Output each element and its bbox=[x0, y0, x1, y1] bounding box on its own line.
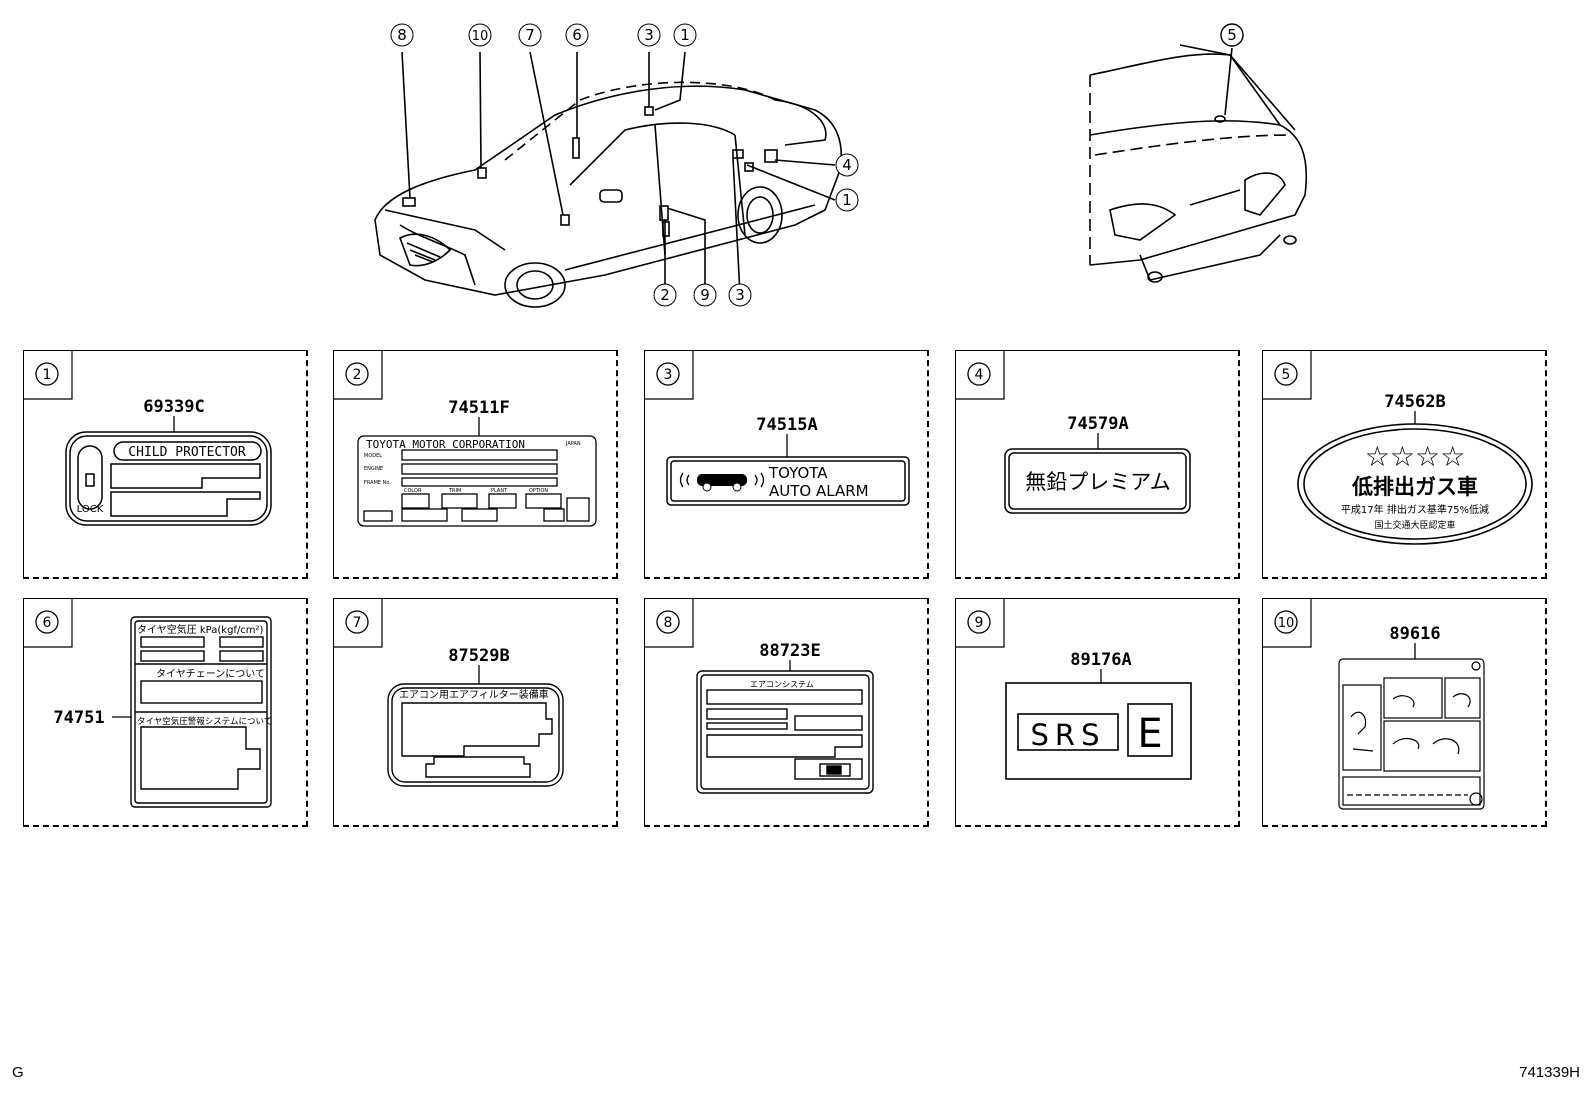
callout-5: 5 bbox=[1220, 23, 1244, 47]
sedan-diagram: 8 10 7 6 3 1 4 1 2 9 3 bbox=[374, 23, 859, 308]
panel-index: 1 bbox=[43, 367, 52, 383]
panel-index: 10 bbox=[1278, 616, 1295, 631]
svg-text:10: 10 bbox=[472, 29, 489, 44]
panel-4: 4 74579A 無鉛プレミアム bbox=[955, 350, 1240, 579]
label-text: LOCK bbox=[77, 504, 104, 515]
part-number: 74511F bbox=[448, 398, 509, 418]
callout-3b: 3 bbox=[728, 283, 752, 307]
label-text: SRS bbox=[1031, 718, 1106, 752]
label-text: PLANT bbox=[491, 488, 508, 494]
svg-text:2: 2 bbox=[660, 286, 670, 304]
label-text: エアコンシステム bbox=[750, 680, 814, 689]
footer-figure-id: 741339H bbox=[1519, 1064, 1580, 1081]
svg-text:5: 5 bbox=[1227, 26, 1237, 44]
label-text: タイヤ空気圧警報システムについて bbox=[137, 716, 272, 727]
label-text: エアコン用エアフィルター装備車 bbox=[399, 688, 549, 701]
label-text: FRAME No. bbox=[364, 480, 391, 486]
svg-text:4: 4 bbox=[842, 156, 852, 174]
label-text: OPTION bbox=[529, 488, 548, 494]
callout-8: 8 bbox=[390, 23, 414, 47]
label-text: タイヤチェーンについて bbox=[156, 668, 265, 680]
panel-8: 8 88723E エアコンシステム bbox=[644, 598, 929, 827]
label-text: 国土交通大臣認定車 bbox=[1374, 519, 1455, 531]
stars-row: ☆☆☆☆ bbox=[1365, 440, 1465, 473]
callout-3: 3 bbox=[637, 23, 661, 47]
panel-index: 5 bbox=[1282, 367, 1291, 383]
panel-6: 6 74751 タイヤ空気圧 kPa(kgf/cm²) タイヤチェーンについて … bbox=[23, 598, 308, 827]
label-text: タイヤ空気圧 kPa(kgf/cm²) bbox=[137, 623, 264, 636]
panel-index: 3 bbox=[664, 367, 673, 383]
callout-10: 10 bbox=[468, 23, 492, 47]
part-number: 74579A bbox=[1067, 414, 1128, 434]
label-text: TOYOTA bbox=[768, 464, 828, 482]
panel-1: 1 69339C CHILD PROTECTOR LOCK bbox=[23, 350, 308, 579]
label-text: COLOR bbox=[404, 488, 422, 494]
part-number: 88723E bbox=[759, 641, 820, 661]
label-text: TRIM bbox=[448, 488, 461, 494]
alarm-car-icon bbox=[679, 472, 765, 492]
label-text: MODEL bbox=[364, 453, 382, 459]
svg-text:1: 1 bbox=[842, 191, 852, 209]
panel-index: 2 bbox=[353, 367, 362, 383]
panel-index: 4 bbox=[975, 367, 984, 383]
part-number: 74751 bbox=[53, 708, 104, 728]
callout-7: 7 bbox=[518, 23, 542, 47]
label-text: JAPAN bbox=[565, 441, 581, 447]
callout-1b: 1 bbox=[835, 188, 859, 212]
svg-text:9: 9 bbox=[700, 286, 710, 304]
panel-7: 7 87529B エアコン用エアフィルター装備車 bbox=[333, 598, 618, 827]
svg-text:6: 6 bbox=[572, 26, 582, 44]
part-number: 69339C bbox=[143, 397, 204, 417]
panel-10: 10 89616 bbox=[1262, 598, 1547, 827]
callout-1: 1 bbox=[673, 23, 697, 47]
part-number: 74515A bbox=[756, 415, 817, 435]
panel-2: 2 74511F TOYOTA MOTOR CORPORATION JAPAN … bbox=[333, 350, 618, 579]
panel-index: 6 bbox=[43, 615, 52, 631]
part-number: 89176A bbox=[1070, 650, 1131, 670]
panel-5: 5 74562B ☆☆☆☆ 低排出ガス車 平成17年 排出ガス基準75%低減 国… bbox=[1262, 350, 1547, 579]
callout-2: 2 bbox=[653, 283, 677, 307]
panel-9: 9 89176A SRS E bbox=[955, 598, 1240, 827]
callout-6: 6 bbox=[565, 23, 589, 47]
panel-3: 3 74515A TOYOTA AUTO ALARM bbox=[644, 350, 929, 579]
callout-9: 9 bbox=[693, 283, 717, 307]
label-text: CHILD PROTECTOR bbox=[128, 445, 246, 460]
panel-index: 8 bbox=[664, 615, 673, 631]
part-number: 74562B bbox=[1384, 392, 1445, 412]
label-text: AUTO ALARM bbox=[769, 482, 869, 500]
svg-text:3: 3 bbox=[644, 26, 654, 44]
svg-text:1: 1 bbox=[680, 26, 690, 44]
svg-text:3: 3 bbox=[735, 286, 745, 304]
callout-4: 4 bbox=[835, 153, 859, 177]
label-text: TOYOTA MOTOR CORPORATION bbox=[366, 438, 525, 451]
part-number: 89616 bbox=[1389, 624, 1440, 644]
footer-left-code: G bbox=[12, 1064, 24, 1081]
panel-index: 9 bbox=[975, 615, 984, 631]
label-text: 低排出ガス車 bbox=[1351, 475, 1478, 499]
rear-diagram: 5 bbox=[1089, 23, 1308, 283]
svg-text:8: 8 bbox=[397, 26, 407, 44]
label-text: E bbox=[1137, 711, 1162, 757]
label-text: ENGINE bbox=[364, 466, 383, 472]
label-text: 平成17年 排出ガス基準75%低減 bbox=[1341, 503, 1489, 516]
part-number: 87529B bbox=[448, 646, 509, 666]
svg-text:7: 7 bbox=[525, 26, 535, 44]
label-text: 無鉛プレミアム bbox=[1025, 470, 1171, 494]
panel-index: 7 bbox=[353, 615, 362, 631]
